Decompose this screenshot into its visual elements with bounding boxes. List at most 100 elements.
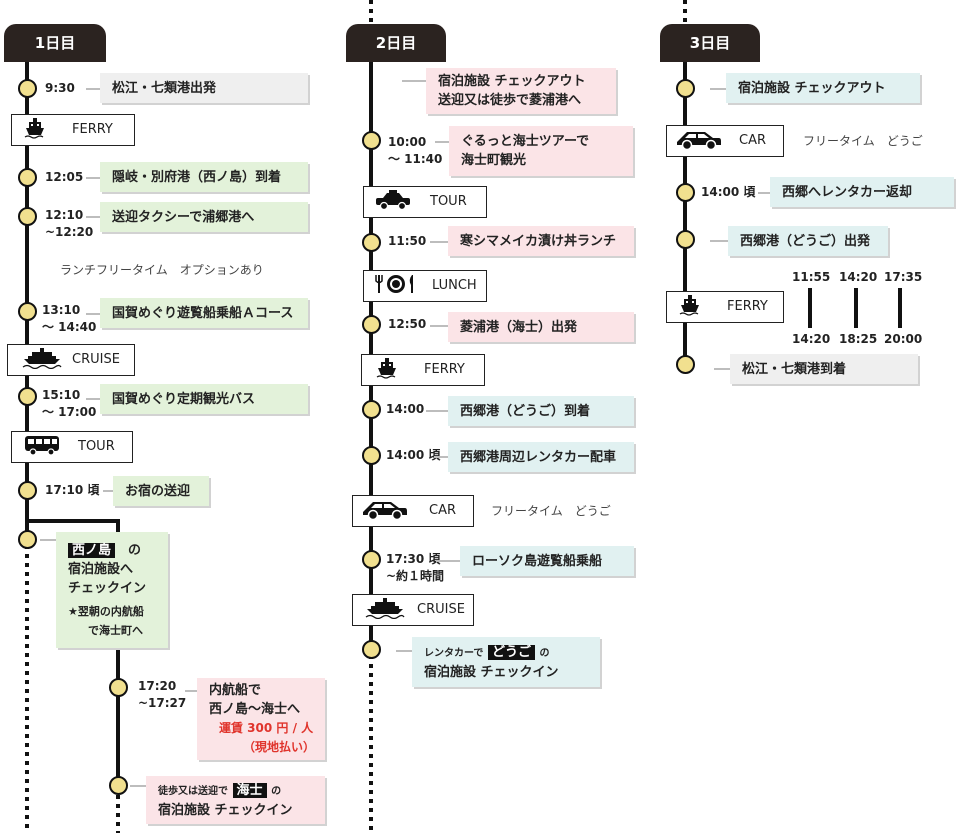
- day2-car-label: CAR: [429, 503, 457, 518]
- day1-ama-checkin-box: 徒歩又は送迎で 海士 の 宿泊施設 チェックイン: [146, 776, 325, 824]
- day2-car-free: フリータイム どうご: [491, 504, 611, 518]
- day3-item-1: 宿泊施設 チェックアウト: [726, 73, 920, 103]
- ferry-icon: [679, 294, 701, 320]
- cruise-ship-icon: [22, 347, 62, 373]
- day1-item-4: 国賀めぐり遊覧船乗船Ａコース: [100, 298, 308, 328]
- day2-top-dotted: [369, 0, 373, 22]
- day1-branch-vertical: [116, 519, 120, 539]
- day1-time-4b: 〜 14:40: [42, 320, 97, 334]
- ferry-dep-2: 14:20: [839, 270, 878, 284]
- day1-time-3a: 12:10: [45, 208, 84, 222]
- day3-item-3: 西郷港（どうご）出発: [728, 226, 888, 256]
- day1-tour-label: TOUR: [78, 439, 115, 454]
- nishi-note1: ★翌朝の内航船: [68, 604, 144, 618]
- inner-fare2: （現地払い）: [243, 740, 316, 754]
- day1-time-5: 15:10〜 17:00: [42, 387, 96, 421]
- connector: [86, 88, 100, 90]
- day1-item-1: 松江・七類港出発: [100, 73, 308, 103]
- connector: [436, 560, 460, 562]
- day2-dot-7: [362, 550, 381, 569]
- connector: [710, 240, 728, 242]
- day2-item-1-line1: 宿泊施設 チェックアウト: [438, 74, 586, 89]
- connector: [402, 80, 426, 82]
- day2-item-1-line2: 送迎又は徒歩で菱浦港へ: [438, 93, 582, 108]
- day2-item-5-text: 西郷港（どうご）到着: [460, 403, 591, 419]
- day1-item-6-text: お宿の送迎: [125, 483, 191, 499]
- day3-item-4-text: 松江・七類港到着: [742, 361, 847, 377]
- day2-dot-3: [362, 233, 381, 252]
- day2-cruise-box: CRUISE: [352, 594, 474, 626]
- ferry-arr-3: 20:00: [884, 332, 923, 346]
- day2-dot-6: [362, 446, 381, 465]
- day3-item-2-text: 西郷へレンタカー返却: [782, 184, 913, 200]
- day1-item-3-text: 送迎タクシーで浦郷港へ: [112, 209, 255, 225]
- ferry-dep-1: 11:55: [792, 270, 831, 284]
- day2-item-5: 西郷港（どうご）到着: [448, 396, 634, 426]
- car-icon: [361, 497, 409, 525]
- day1-item-2: 隠岐・別府港（西ノ島）到着: [100, 162, 308, 192]
- day3-item-1-text: 宿泊施設 チェックアウト: [738, 80, 886, 96]
- day1-item-2-text: 隠岐・別府港（西ノ島）到着: [112, 169, 282, 185]
- day2-time-7b: ~約１時間: [386, 569, 445, 583]
- day3-dot-4: [676, 355, 695, 374]
- day1-item-6: お宿の送迎: [113, 476, 209, 506]
- connector: [86, 216, 100, 218]
- day1-lunch-free: ランチフリータイム オプションあり: [60, 263, 264, 277]
- day1-dot-1: [18, 79, 37, 98]
- day3-item-3-text: 西郷港（どうご）出発: [740, 233, 871, 249]
- day3-timeline: [683, 62, 687, 362]
- taxi-icon: [374, 189, 412, 215]
- day2-time-2a: 10:00: [388, 135, 427, 149]
- day2-t8-place: どうご: [487, 644, 535, 660]
- day2-item-2: ぐるっと海士ツアーで 海士町観光: [449, 126, 633, 176]
- ferry-arr-2: 18:25: [839, 332, 878, 346]
- day1-nishinoshima-box: 西ノ島 の 宿泊施設へ チェックイン ★翌朝の内航船 で海士町へ: [56, 532, 168, 648]
- day2-dot-5: [362, 400, 381, 419]
- connector: [430, 325, 448, 327]
- day1-ferry-label: FERRY: [72, 122, 113, 137]
- day3-car-label: CAR: [739, 133, 767, 148]
- day2-cruise-label: CRUISE: [417, 602, 465, 617]
- day2-time-5: 14:00: [386, 402, 425, 416]
- day2-time-7a: 17:30 頃: [386, 552, 441, 566]
- day1-item-3: 送迎タクシーで浦郷港へ: [100, 202, 308, 232]
- nishi-line1: 西ノ島 の: [68, 541, 141, 560]
- day1-timeline: [25, 62, 29, 539]
- day2-time-2: 10:00 〜 11:40: [388, 134, 442, 168]
- connector: [86, 313, 100, 315]
- day2-tour-label: TOUR: [430, 194, 467, 209]
- day2-item-2-line1: ぐるっと海士ツアーで: [461, 134, 590, 149]
- day2-lunch-box: LUNCH: [363, 270, 487, 302]
- day1-dot-8: [109, 678, 128, 697]
- day2-time-2b: 〜 11:40: [388, 152, 443, 166]
- day3-dot-3: [676, 230, 695, 249]
- connector: [435, 141, 449, 143]
- connector: [426, 410, 448, 412]
- nishi-line2: 宿泊施設へ: [68, 561, 134, 577]
- ferry-bar-1: [808, 288, 812, 328]
- day2-dot-4: [362, 315, 381, 334]
- day1-dot-6: [18, 481, 37, 500]
- day3-top-dotted: [683, 0, 687, 22]
- lunch-icon: [374, 272, 418, 300]
- connector: [758, 192, 770, 194]
- day2-t8-pre: レンタカーで: [424, 647, 484, 659]
- day2-time-7: 17:30 頃 ~約１時間: [386, 551, 444, 585]
- day1-dotted-line: [25, 545, 29, 833]
- day1-cruise-label: CRUISE: [72, 352, 120, 367]
- day1-time-4: 13:10〜 14:40: [42, 302, 96, 336]
- ferry-bar-2: [854, 288, 858, 328]
- day1-inner-time-b: ~17:27: [138, 696, 187, 710]
- day3-time-2: 14:00 頃: [701, 185, 756, 199]
- day1-inner-ferry-box: 内航船で 西ノ島〜海士へ 運賃 300 円 / 人 （現地払い）: [197, 678, 325, 760]
- day1-dot-9: [109, 776, 128, 795]
- connector: [40, 539, 56, 541]
- ama-line2: 宿泊施設 チェックイン: [158, 802, 293, 818]
- ama-pre: 徒歩又は送迎で: [158, 785, 228, 797]
- day1-time-2: 12:05: [45, 170, 84, 184]
- day2-item-2-line2: 海士町観光: [461, 153, 527, 168]
- day1-dot-3: [18, 207, 37, 226]
- nishi-no: の: [128, 542, 142, 558]
- day2-item-3: 寒シマメイカ漬け丼ランチ: [448, 226, 634, 256]
- cruise-ship-icon: [365, 597, 405, 623]
